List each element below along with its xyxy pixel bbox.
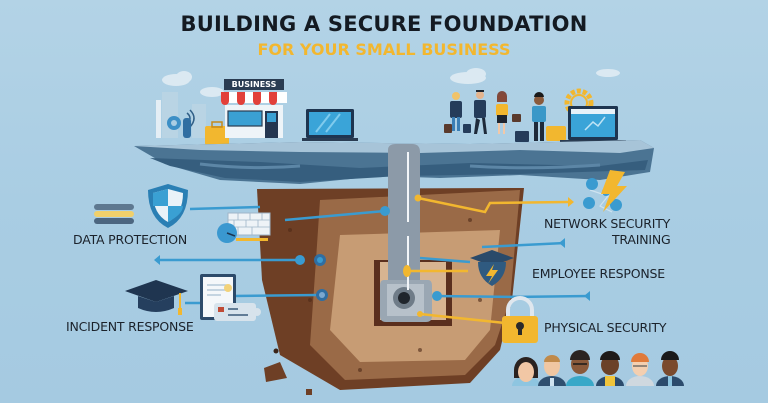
foundation-pipe <box>380 144 432 322</box>
ticket-icon <box>214 303 261 321</box>
laptop-icon <box>302 109 358 141</box>
briefcase-icon <box>205 121 229 145</box>
label-network-security: NETWORK SECURITY <box>544 216 671 231</box>
label-incident-response: INCIDENT RESPONSE <box>66 319 194 334</box>
city-skyline-icon <box>156 92 206 138</box>
laptop-chart-icon <box>560 106 626 143</box>
label-physical-security: PHYSICAL SECURITY <box>544 320 667 335</box>
page-title: BUILDING A SECURE FOUNDATION <box>180 12 588 36</box>
padlock-icon <box>502 296 538 343</box>
storefront-sign: BUSINESS <box>231 80 277 89</box>
label-employee-response: EMPLOYEE RESPONSE <box>532 266 665 281</box>
label-data-protection: DATA PROTECTION <box>73 232 188 247</box>
firewall-icon <box>217 212 271 243</box>
cloud-icon <box>162 68 620 97</box>
business-people-icon <box>444 90 566 142</box>
network-bolt-icon <box>583 170 627 213</box>
graduation-cap-icon <box>125 280 188 315</box>
connector-lines <box>160 205 591 299</box>
employee-avatars <box>512 350 684 386</box>
shield-bolt-icon <box>470 250 514 286</box>
shield-icon <box>148 184 188 228</box>
page-subtitle: FOR YOUR SMALL BUSINESS <box>257 40 511 59</box>
database-icon <box>94 204 134 224</box>
gear-icon <box>167 116 181 130</box>
storefront-icon <box>221 79 287 138</box>
label-network-security-training: TRAINING <box>612 232 671 247</box>
wifi-signal-icon <box>183 109 195 138</box>
